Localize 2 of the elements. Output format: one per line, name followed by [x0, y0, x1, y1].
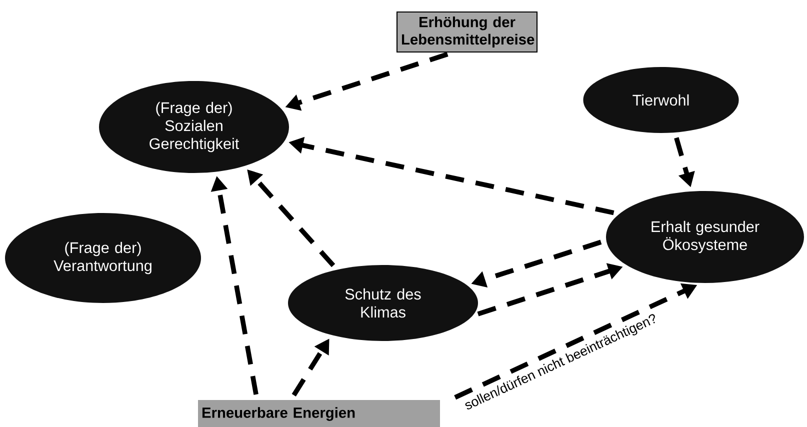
factor-bar: Erneuerbare Energien: [198, 400, 440, 427]
factor-box: Erhöhung der Lebensmittelpreise: [396, 11, 538, 53]
